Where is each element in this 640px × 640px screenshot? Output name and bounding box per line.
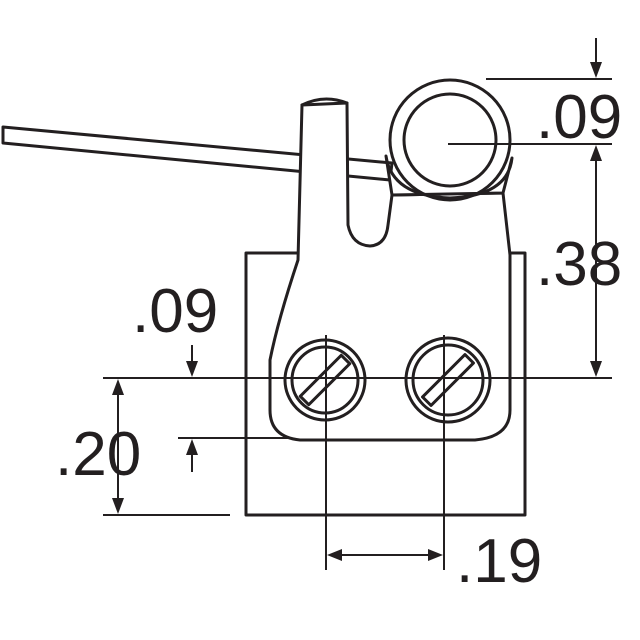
spacing-arrow-right xyxy=(428,549,443,561)
post-cap xyxy=(300,97,349,107)
left-offset-arrow xyxy=(186,361,198,377)
roller-bracket xyxy=(384,154,514,200)
top-dim-arrow xyxy=(590,62,602,78)
height-dim-arrow-top xyxy=(590,145,602,161)
mount-height-arrow-top xyxy=(112,379,124,395)
spacing-arrow-left xyxy=(327,549,342,561)
right-screw xyxy=(404,336,492,424)
mount-height-arrow-bottom xyxy=(112,498,124,514)
mount-arrow xyxy=(186,439,198,455)
mount-height-label: .20 xyxy=(55,420,141,489)
height-label: .38 xyxy=(536,230,622,299)
roller-offset-label: .09 xyxy=(536,83,622,152)
spacing-label: .19 xyxy=(456,527,542,596)
left-offset-label: .09 xyxy=(132,277,218,346)
height-dim-arrow-bottom xyxy=(590,361,602,377)
roller-inner xyxy=(402,92,498,188)
